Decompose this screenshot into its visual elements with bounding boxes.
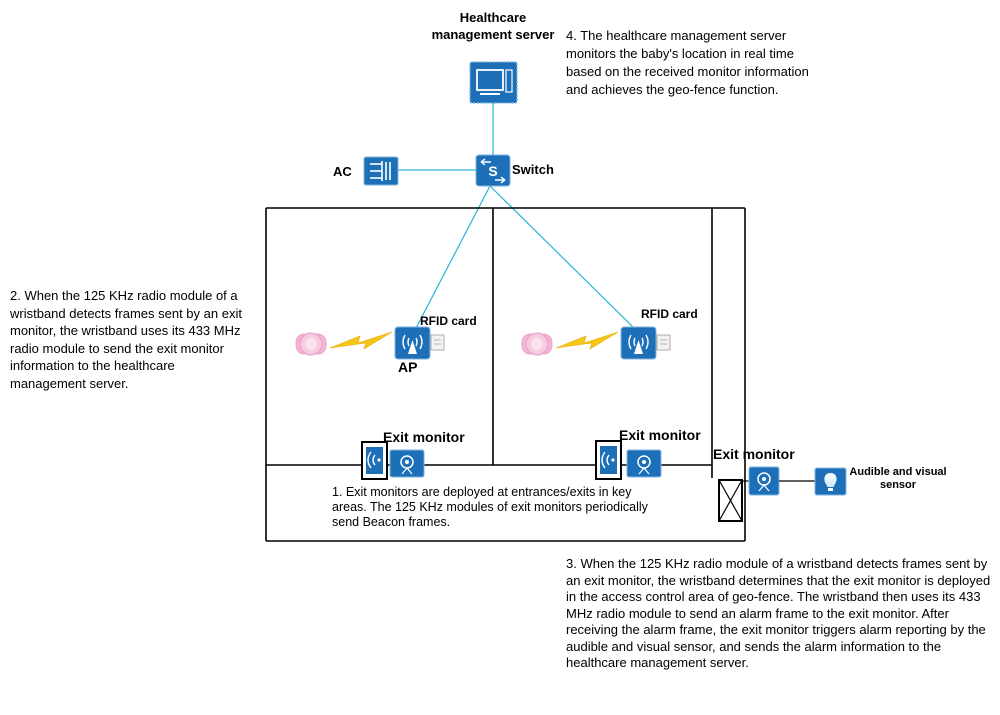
exit-antenna-icon — [361, 441, 388, 480]
step-4-text: 4. The healthcare management server moni… — [566, 28, 809, 97]
svg-text:S: S — [488, 163, 497, 179]
step-3-text: 3. When the 125 KHz radio module of a wr… — [566, 556, 991, 670]
sensor-bulb-icon[interactable] — [814, 467, 847, 496]
exit-monitor-label-right: Exit monitor — [713, 446, 795, 462]
ap-icon[interactable] — [620, 326, 657, 360]
signal-bolt-icon — [555, 331, 619, 350]
exit-monitor-icon[interactable] — [626, 449, 662, 478]
link-switch-ap-right — [489, 185, 637, 331]
ac-icon[interactable] — [363, 156, 399, 186]
exit-monitor-icon[interactable] — [748, 466, 780, 496]
sensor-label: Audible and visual sensor — [849, 466, 947, 491]
rfid-label-left: RFID card — [420, 314, 477, 328]
rfid-card-icon — [656, 334, 671, 351]
building-floorplan — [265, 207, 746, 542]
rfid-card-icon — [430, 334, 445, 351]
ac-label: AC — [333, 164, 352, 179]
network-links — [398, 103, 637, 331]
signal-bolt-icon — [329, 331, 393, 350]
exit-antenna-icon — [595, 440, 622, 480]
switch-label: Switch — [512, 162, 554, 177]
exit-monitor-icon[interactable] — [389, 449, 425, 478]
switch-icon[interactable]: S — [475, 154, 511, 187]
link-switch-ap-left — [414, 185, 491, 331]
rfid-label-right: RFID card — [641, 307, 698, 321]
ap-label: AP — [398, 359, 418, 375]
server-label: Healthcare management server — [431, 10, 555, 42]
gate-icon — [718, 479, 743, 522]
exit-monitor-label-middle: Exit monitor — [619, 427, 701, 443]
ap-icon[interactable] — [394, 326, 431, 360]
exit-monitor-label-left: Exit monitor — [383, 429, 465, 445]
step-2-text: 2. When the 125 KHz radio module of a wr… — [10, 288, 242, 391]
wristband-icon — [521, 332, 553, 356]
server-icon[interactable] — [469, 61, 518, 104]
wristband-icon — [295, 332, 327, 356]
step-1-text: 1. Exit monitors are deployed at entranc… — [332, 485, 648, 529]
